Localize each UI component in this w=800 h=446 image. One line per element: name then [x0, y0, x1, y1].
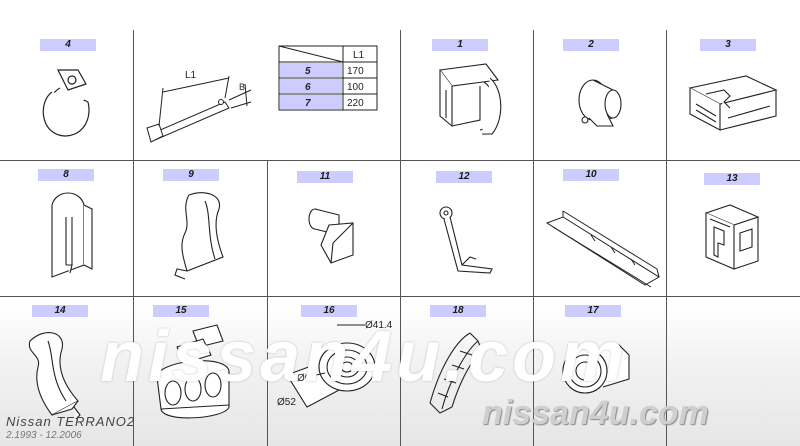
- table-row-key: 7: [305, 98, 311, 109]
- part-cell-cable-tie[interactable]: L1 B L1 5 170 6 100 7 220: [133, 30, 400, 160]
- table-row-value: 100: [347, 82, 364, 93]
- part-cell-1[interactable]: 1: [400, 30, 533, 160]
- table-header: L1: [353, 50, 365, 61]
- protector-arc-icon: [429, 332, 483, 414]
- table-row-value: 170: [347, 66, 364, 77]
- grid-line: [267, 161, 268, 446]
- part-number-tag: 15: [153, 305, 209, 317]
- boot-grommet-icon: Ø41.4 Ø9 Ø52: [277, 320, 393, 408]
- connector-housing-icon: [704, 204, 760, 270]
- p-clamp-icon: [42, 69, 90, 137]
- watermark-brand: nissan4u.com: [482, 394, 709, 432]
- dim-mid-diameter: Ø9: [297, 373, 311, 384]
- part-cell-8[interactable]: 8: [0, 161, 133, 296]
- dimension-table: [278, 45, 378, 111]
- part-cell-13[interactable]: 13: [666, 161, 800, 296]
- part-number-tag: 18: [430, 305, 486, 317]
- part-cell-2[interactable]: 2: [533, 30, 666, 160]
- dim-b-label: B: [239, 82, 245, 92]
- part-number-tag: 2: [563, 39, 619, 51]
- grid-line: [666, 30, 667, 446]
- round-grommet-icon: [562, 344, 630, 394]
- part-cell-10[interactable]: 10: [533, 161, 666, 296]
- dim-inner-diameter: Ø52: [277, 397, 296, 408]
- part-number-tag: 13: [704, 173, 760, 185]
- part-number-tag: 10: [563, 169, 619, 181]
- cable-tie-icon: L1 B L1 5 170 6 100 7 220: [146, 45, 378, 143]
- part-number-tag: 17: [565, 305, 621, 317]
- part-cell-14[interactable]: 14: [0, 297, 133, 446]
- grid-line: [133, 30, 134, 446]
- table-row-key: 5: [305, 66, 311, 77]
- connector-assembly-icon: [156, 324, 230, 419]
- dim-l1-label: L1: [185, 70, 197, 81]
- part-cell-16[interactable]: 16 Ø41.4 Ø9 Ø52: [267, 297, 400, 446]
- curved-protector-icon: [28, 332, 81, 420]
- part-cell-4[interactable]: 4: [0, 30, 133, 160]
- table-row-key: 6: [305, 82, 311, 93]
- model-dates: 2.1993 - 12.2006: [6, 430, 82, 441]
- part-cell-17[interactable]: 17: [533, 297, 666, 446]
- mount-clip-icon: [308, 208, 354, 264]
- part-cell-15[interactable]: 15: [133, 297, 267, 446]
- part-number-tag: 12: [436, 171, 492, 183]
- part-number-tag: 8: [38, 169, 94, 181]
- connector-block-icon: [688, 75, 778, 131]
- wire-clip-icon: [438, 63, 502, 135]
- watermark-center: nissan4u.com: [100, 317, 629, 397]
- grid-line: [533, 30, 534, 446]
- wire-protector-icon: [51, 192, 93, 278]
- grommet-plug-icon: [578, 79, 622, 127]
- part-number-tag: 1: [432, 39, 488, 51]
- part-number-tag: 11: [297, 171, 353, 183]
- part-cell-9[interactable]: 9: [133, 161, 267, 296]
- dim-outer-diameter: Ø41.4: [365, 320, 393, 331]
- harness-rail-icon: [545, 210, 660, 288]
- hook-strap-icon: [439, 206, 493, 274]
- part-number-tag: 9: [163, 169, 219, 181]
- part-number-tag: 4: [40, 39, 96, 51]
- part-number-tag: 3: [700, 39, 756, 51]
- part-cell-11[interactable]: 11: [267, 161, 400, 296]
- table-row-value: 220: [347, 98, 364, 109]
- grid-line: [400, 30, 401, 446]
- harness-bracket-icon: [174, 192, 224, 280]
- part-cell-3[interactable]: 3: [666, 30, 800, 160]
- part-number-tag: 16: [301, 305, 357, 317]
- part-cell-18[interactable]: 18: [400, 297, 533, 446]
- part-number-tag: 14: [32, 305, 88, 317]
- model-name: Nissan TERRANO2: [6, 414, 136, 429]
- part-cell-12[interactable]: 12: [400, 161, 533, 296]
